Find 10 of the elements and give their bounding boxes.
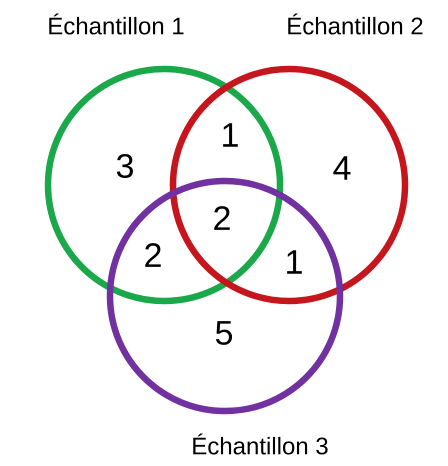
circle-label: Échantillon 3 xyxy=(193,433,328,455)
circle-label: Échantillon 1 xyxy=(49,13,184,35)
circle-label: Échantillon 2 xyxy=(288,13,422,35)
region-count: 5 xyxy=(216,321,232,345)
region-count: 2 xyxy=(145,243,161,267)
region-count: 1 xyxy=(287,250,302,274)
region-count: 2 xyxy=(214,206,230,230)
region-count: 3 xyxy=(116,154,133,178)
region-count: 1 xyxy=(223,123,238,147)
region-count: 4 xyxy=(333,156,350,180)
